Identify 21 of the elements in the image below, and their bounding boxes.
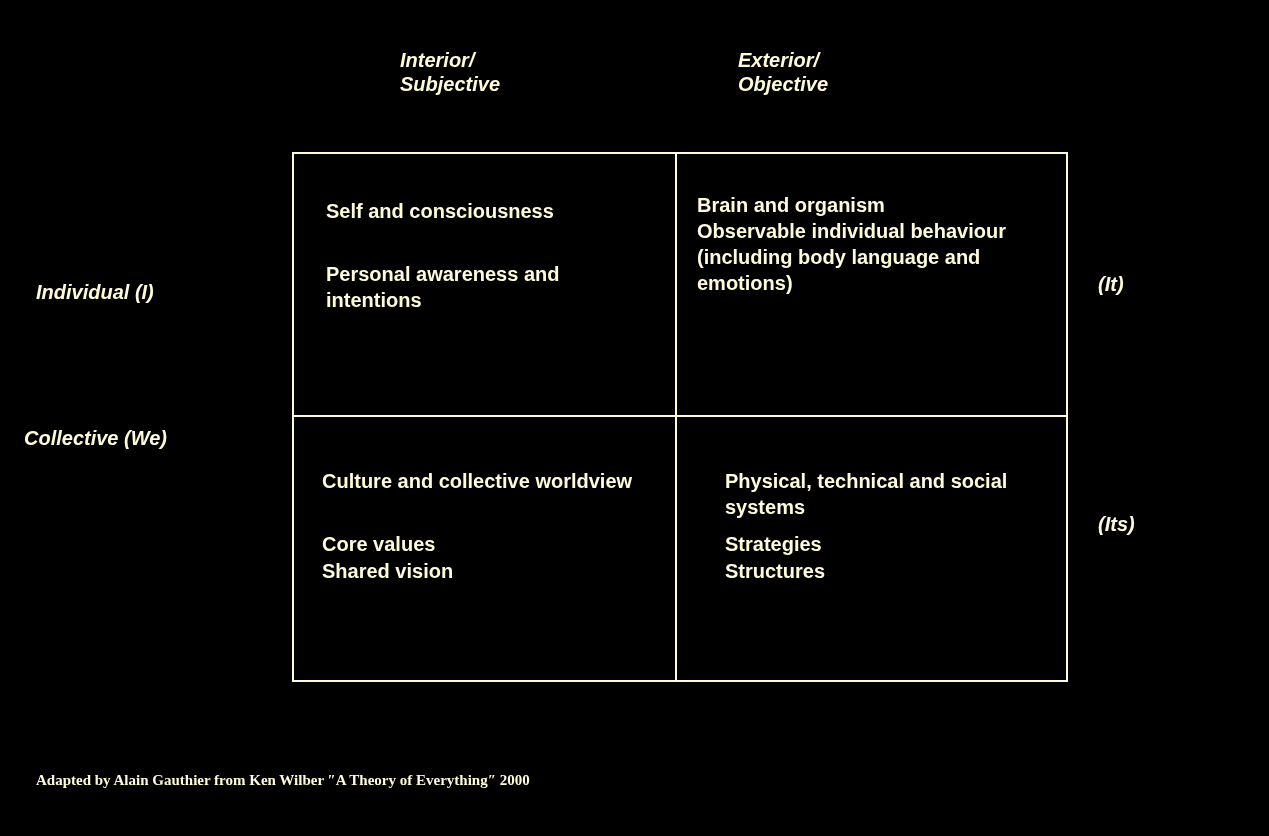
row-heading: (Its): [1098, 512, 1135, 536]
row-heading: Collective (We): [24, 426, 167, 450]
quadrant-text: Personal awareness and intentions: [326, 262, 561, 313]
quadrant-text: Structures: [725, 559, 827, 584]
quadrant-text: Shared vision: [322, 559, 455, 584]
quadrant-text: Culture and collective worldview: [322, 469, 634, 494]
quadrant-cell: [292, 152, 677, 417]
row-heading: Individual (I): [36, 280, 154, 304]
quadrant-cell: [292, 415, 677, 682]
quadrant-text: Core values: [322, 532, 437, 557]
source-caption: Adapted by Alain Gauthier from Ken Wilber ″A Theory of Everything″ 2000: [36, 772, 530, 789]
column-heading: Exterior/ Objective: [738, 48, 830, 96]
quadrant-text: Strategies: [725, 532, 823, 557]
quadrant-text: Observable individual behaviour (including body language and emotions): [697, 219, 1007, 296]
quadrant-text: Brain and organism: [697, 193, 886, 218]
column-heading: Interior/ Subjective: [400, 48, 502, 96]
quadrant-text: Physical, technical and social systems: [725, 469, 1009, 520]
quadrant-text: Self and consciousness: [326, 199, 555, 224]
quadrant-cell: [675, 152, 1068, 417]
row-heading: (It): [1098, 272, 1124, 296]
quadrant-cell: [675, 415, 1068, 682]
